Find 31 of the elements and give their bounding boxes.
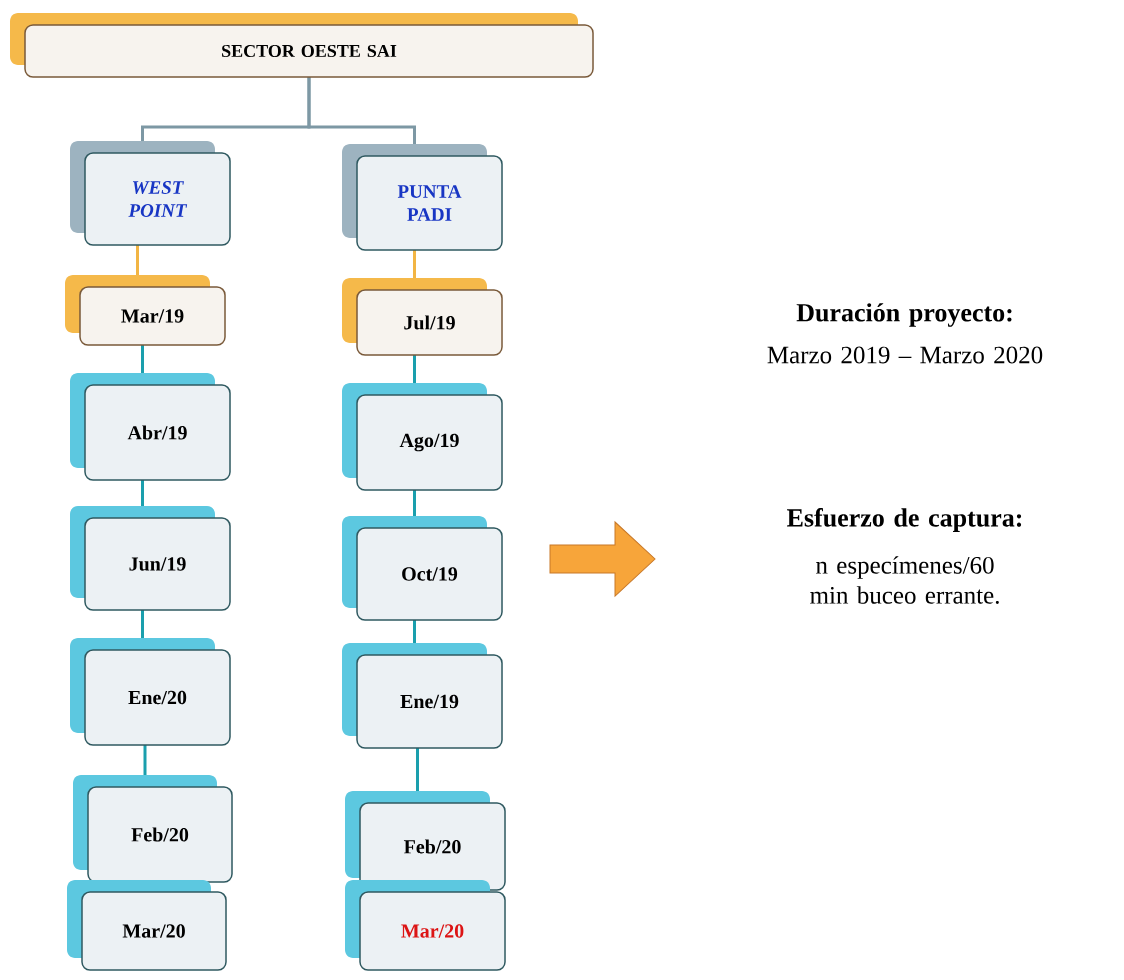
connector-line	[413, 620, 416, 643]
timeline-box: Mar/20	[67, 880, 227, 971]
timeline-box: Oct/19	[342, 516, 503, 621]
note-text: n especímenes/60 min buceo errante.	[810, 556, 999, 604]
connector-line	[143, 745, 147, 775]
timeline-box: Mar/20	[345, 880, 506, 971]
heading: Duración proyecto:	[796, 303, 1012, 327]
connector-line	[413, 250, 416, 278]
title-box: SECTOR OESTE SAI	[10, 13, 594, 78]
connector-line	[141, 610, 144, 638]
timeline-box: Jul/19	[342, 278, 503, 356]
timeline-box: Mar/19	[65, 275, 226, 346]
timeline-box: Abr/19	[70, 373, 231, 481]
connector-line	[136, 245, 139, 275]
timeline-box: Feb/20	[345, 791, 506, 891]
heading: Esfuerzo de captura:	[787, 508, 1022, 532]
connector-line	[141, 480, 144, 506]
connector-line	[416, 748, 419, 791]
timeline-box: WEST POINT	[70, 141, 231, 246]
timeline-box: Ene/19	[342, 643, 503, 749]
timeline-box: Ago/19	[342, 383, 503, 491]
timeline-box: PUNTA PADI	[342, 144, 503, 251]
node-label: Feb/20	[131, 827, 189, 842]
connector-line	[141, 345, 144, 373]
timeline-box: Jun/19	[70, 506, 231, 611]
timeline-box: Ene/20	[70, 638, 231, 746]
note-text: Marzo 2019 – Marzo 2020	[767, 346, 1043, 364]
connector-line	[413, 355, 416, 383]
connector-line	[413, 490, 416, 516]
connector-line	[307, 77, 416, 144]
timeline-box: Feb/20	[73, 775, 233, 883]
